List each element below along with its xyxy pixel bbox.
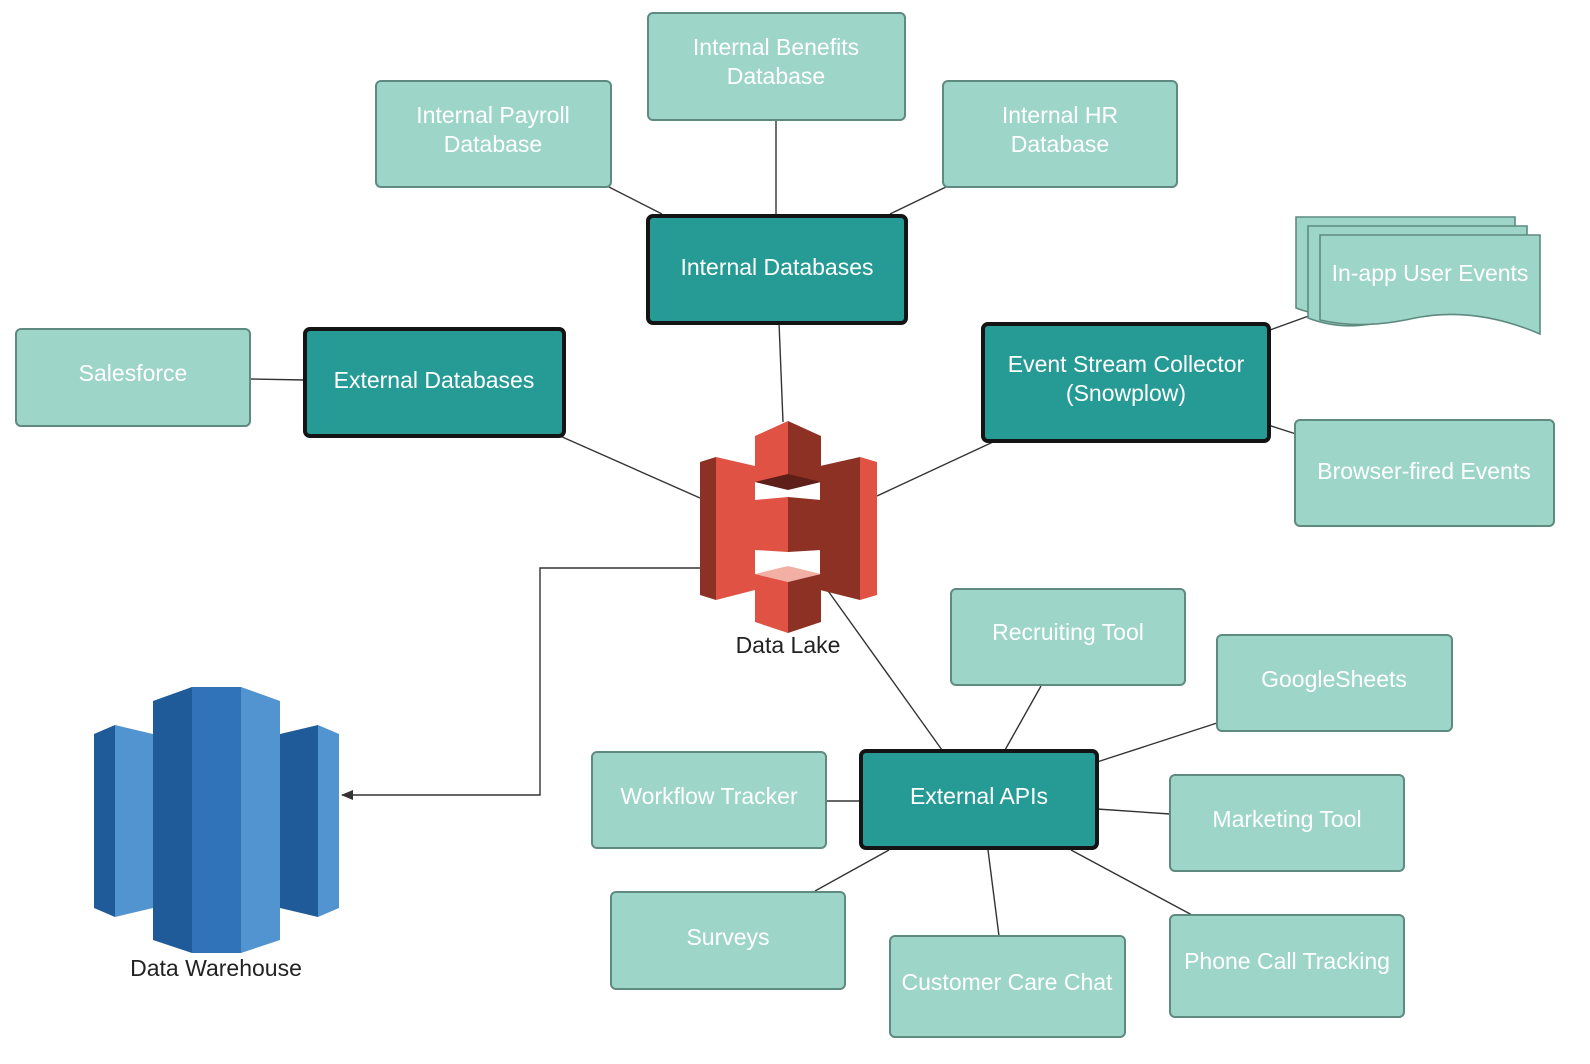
source-phone-call-tracking: Phone Call Tracking	[1169, 914, 1405, 1018]
edge-payroll-internal	[604, 184, 663, 215]
source-surveys: Surveys	[610, 891, 846, 990]
source-internal-benefits-db-label-1: Internal Benefits	[693, 34, 859, 60]
hub-event-stream-collector-label-2: (Snowplow)	[1066, 380, 1186, 406]
source-internal-payroll-db-label-1: Internal Payroll	[416, 102, 569, 128]
source-customer-care-chat: Customer Care Chat	[889, 935, 1126, 1038]
hub-external-apis: External APIs	[859, 749, 1099, 850]
source-internal-payroll-db-label-2: Database	[444, 131, 542, 157]
edge-internal-lake	[778, 321, 784, 423]
redshift-icon	[94, 687, 339, 953]
source-phone-call-tracking-label: Phone Call Tracking	[1184, 948, 1390, 974]
edge-browser-collector	[1267, 424, 1297, 435]
source-browser-fired-events-label: Browser-fired Events	[1317, 458, 1530, 484]
source-workflow-tracker-label: Workflow Tracker	[620, 783, 798, 809]
edge-surveys-apis	[814, 849, 890, 892]
edge-hr-internal	[889, 185, 949, 215]
source-surveys-label: Surveys	[686, 924, 769, 950]
edge-phone-apis	[1070, 849, 1193, 916]
source-customer-care-chat-label: Customer Care Chat	[902, 969, 1114, 995]
edge-external-lake	[559, 435, 701, 499]
hub-external-databases-label: External Databases	[334, 367, 535, 393]
source-google-sheets: GoogleSheets	[1216, 634, 1453, 732]
source-in-app-user-events: In-app User Events	[1295, 216, 1541, 336]
source-recruiting-tool: Recruiting Tool	[950, 588, 1186, 686]
hub-internal-databases-label: Internal Databases	[680, 254, 873, 280]
data-lake-label: Data Lake	[736, 632, 841, 658]
hub-internal-databases: Internal Databases	[646, 214, 908, 325]
source-salesforce-label: Salesforce	[79, 360, 188, 386]
source-recruiting-tool-label: Recruiting Tool	[992, 619, 1144, 645]
hub-external-apis-label: External APIs	[910, 783, 1048, 809]
hub-external-databases: External Databases	[303, 327, 566, 438]
source-marketing-tool-label: Marketing Tool	[1212, 806, 1361, 832]
s3-bucket-icon	[700, 421, 877, 633]
source-internal-benefits-db: Internal Benefits Database	[647, 12, 906, 121]
edge-lake-apis	[825, 587, 943, 751]
source-internal-benefits-db-label-2: Database	[727, 63, 825, 89]
edge-marketing-apis	[1096, 808, 1171, 815]
source-browser-fired-events: Browser-fired Events	[1294, 419, 1555, 527]
source-marketing-tool: Marketing Tool	[1169, 774, 1405, 872]
source-internal-hr-db-label-1: Internal HR	[1002, 102, 1118, 128]
edge-salesforce-external	[249, 378, 306, 381]
edge-lake-warehouse	[341, 567, 700, 800]
edge-collector-lake	[876, 441, 994, 497]
data-warehouse-label: Data Warehouse	[130, 955, 302, 981]
connectors	[249, 121, 1318, 937]
hub-event-stream-collector: Event Stream Collector (Snowplow)	[981, 322, 1271, 443]
source-in-app-user-events-label: In-app User Events	[1332, 260, 1529, 286]
source-internal-payroll-db: Internal Payroll Database	[375, 80, 612, 188]
hub-event-stream-collector-label-1: Event Stream Collector	[1008, 351, 1245, 377]
edge-sheets-apis	[1096, 722, 1218, 763]
edge-chat-apis	[987, 849, 1000, 937]
source-internal-hr-db: Internal HR Database	[942, 80, 1178, 188]
edge-recruiting-apis	[1004, 685, 1042, 751]
source-workflow-tracker: Workflow Tracker	[591, 751, 827, 849]
source-internal-hr-db-label-2: Database	[1011, 131, 1109, 157]
source-salesforce: Salesforce	[15, 328, 251, 427]
source-google-sheets-label: GoogleSheets	[1261, 666, 1407, 692]
